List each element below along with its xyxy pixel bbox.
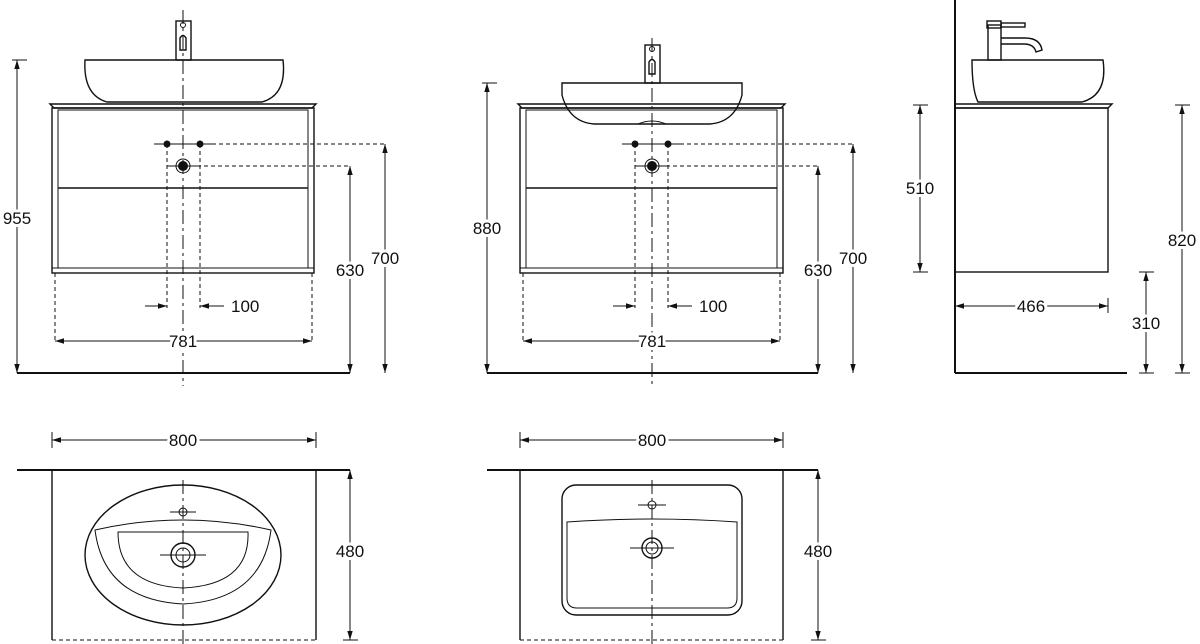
- front-view-vessel: 955 630 700 100 781: [0, 10, 402, 386]
- dim-floor-clearance: 310: [1132, 314, 1160, 333]
- dim-waste-height: 630: [804, 261, 832, 280]
- dim-width: 800: [638, 431, 666, 450]
- countertop-outline: [519, 470, 784, 640]
- dim-depth: 480: [336, 542, 364, 561]
- cabinet: [954, 107, 1109, 273]
- faucet: [986, 20, 1043, 61]
- dim-cabinet-height: 510: [906, 179, 934, 198]
- dim-tap-height: 700: [371, 249, 399, 268]
- dim-depth: 480: [804, 542, 832, 561]
- dim-tap-spacing: 100: [231, 297, 259, 316]
- side-view: 510 820 310 466: [903, 0, 1199, 374]
- countertop-outline: [51, 470, 317, 640]
- vessel-basin: [84, 59, 285, 103]
- front-view-inset: 880 630 700 100 781: [470, 38, 870, 386]
- cabinet: [51, 107, 315, 274]
- dim-tap-height: 700: [839, 249, 867, 268]
- dim-tap-spacing: 100: [699, 297, 727, 316]
- dim-depth: 466: [1017, 297, 1045, 316]
- dim-total-height: 820: [1168, 231, 1196, 250]
- dim-waste-height: 630: [336, 261, 364, 280]
- dim-total-height: 955: [3, 209, 31, 228]
- cabinet: [519, 107, 784, 274]
- plan-view-inset: 800 480: [487, 428, 835, 644]
- inset-basin: [561, 82, 743, 125]
- dim-total-height: 880: [473, 219, 501, 238]
- vessel-basin: [971, 59, 1105, 103]
- oval-basin: [84, 484, 282, 626]
- rectangular-basin: [561, 484, 743, 616]
- dim-width: 800: [169, 431, 197, 450]
- dim-cabinet-width: 781: [638, 332, 666, 351]
- dim-cabinet-width: 781: [169, 332, 197, 351]
- plan-view-vessel: 800 480: [17, 428, 367, 644]
